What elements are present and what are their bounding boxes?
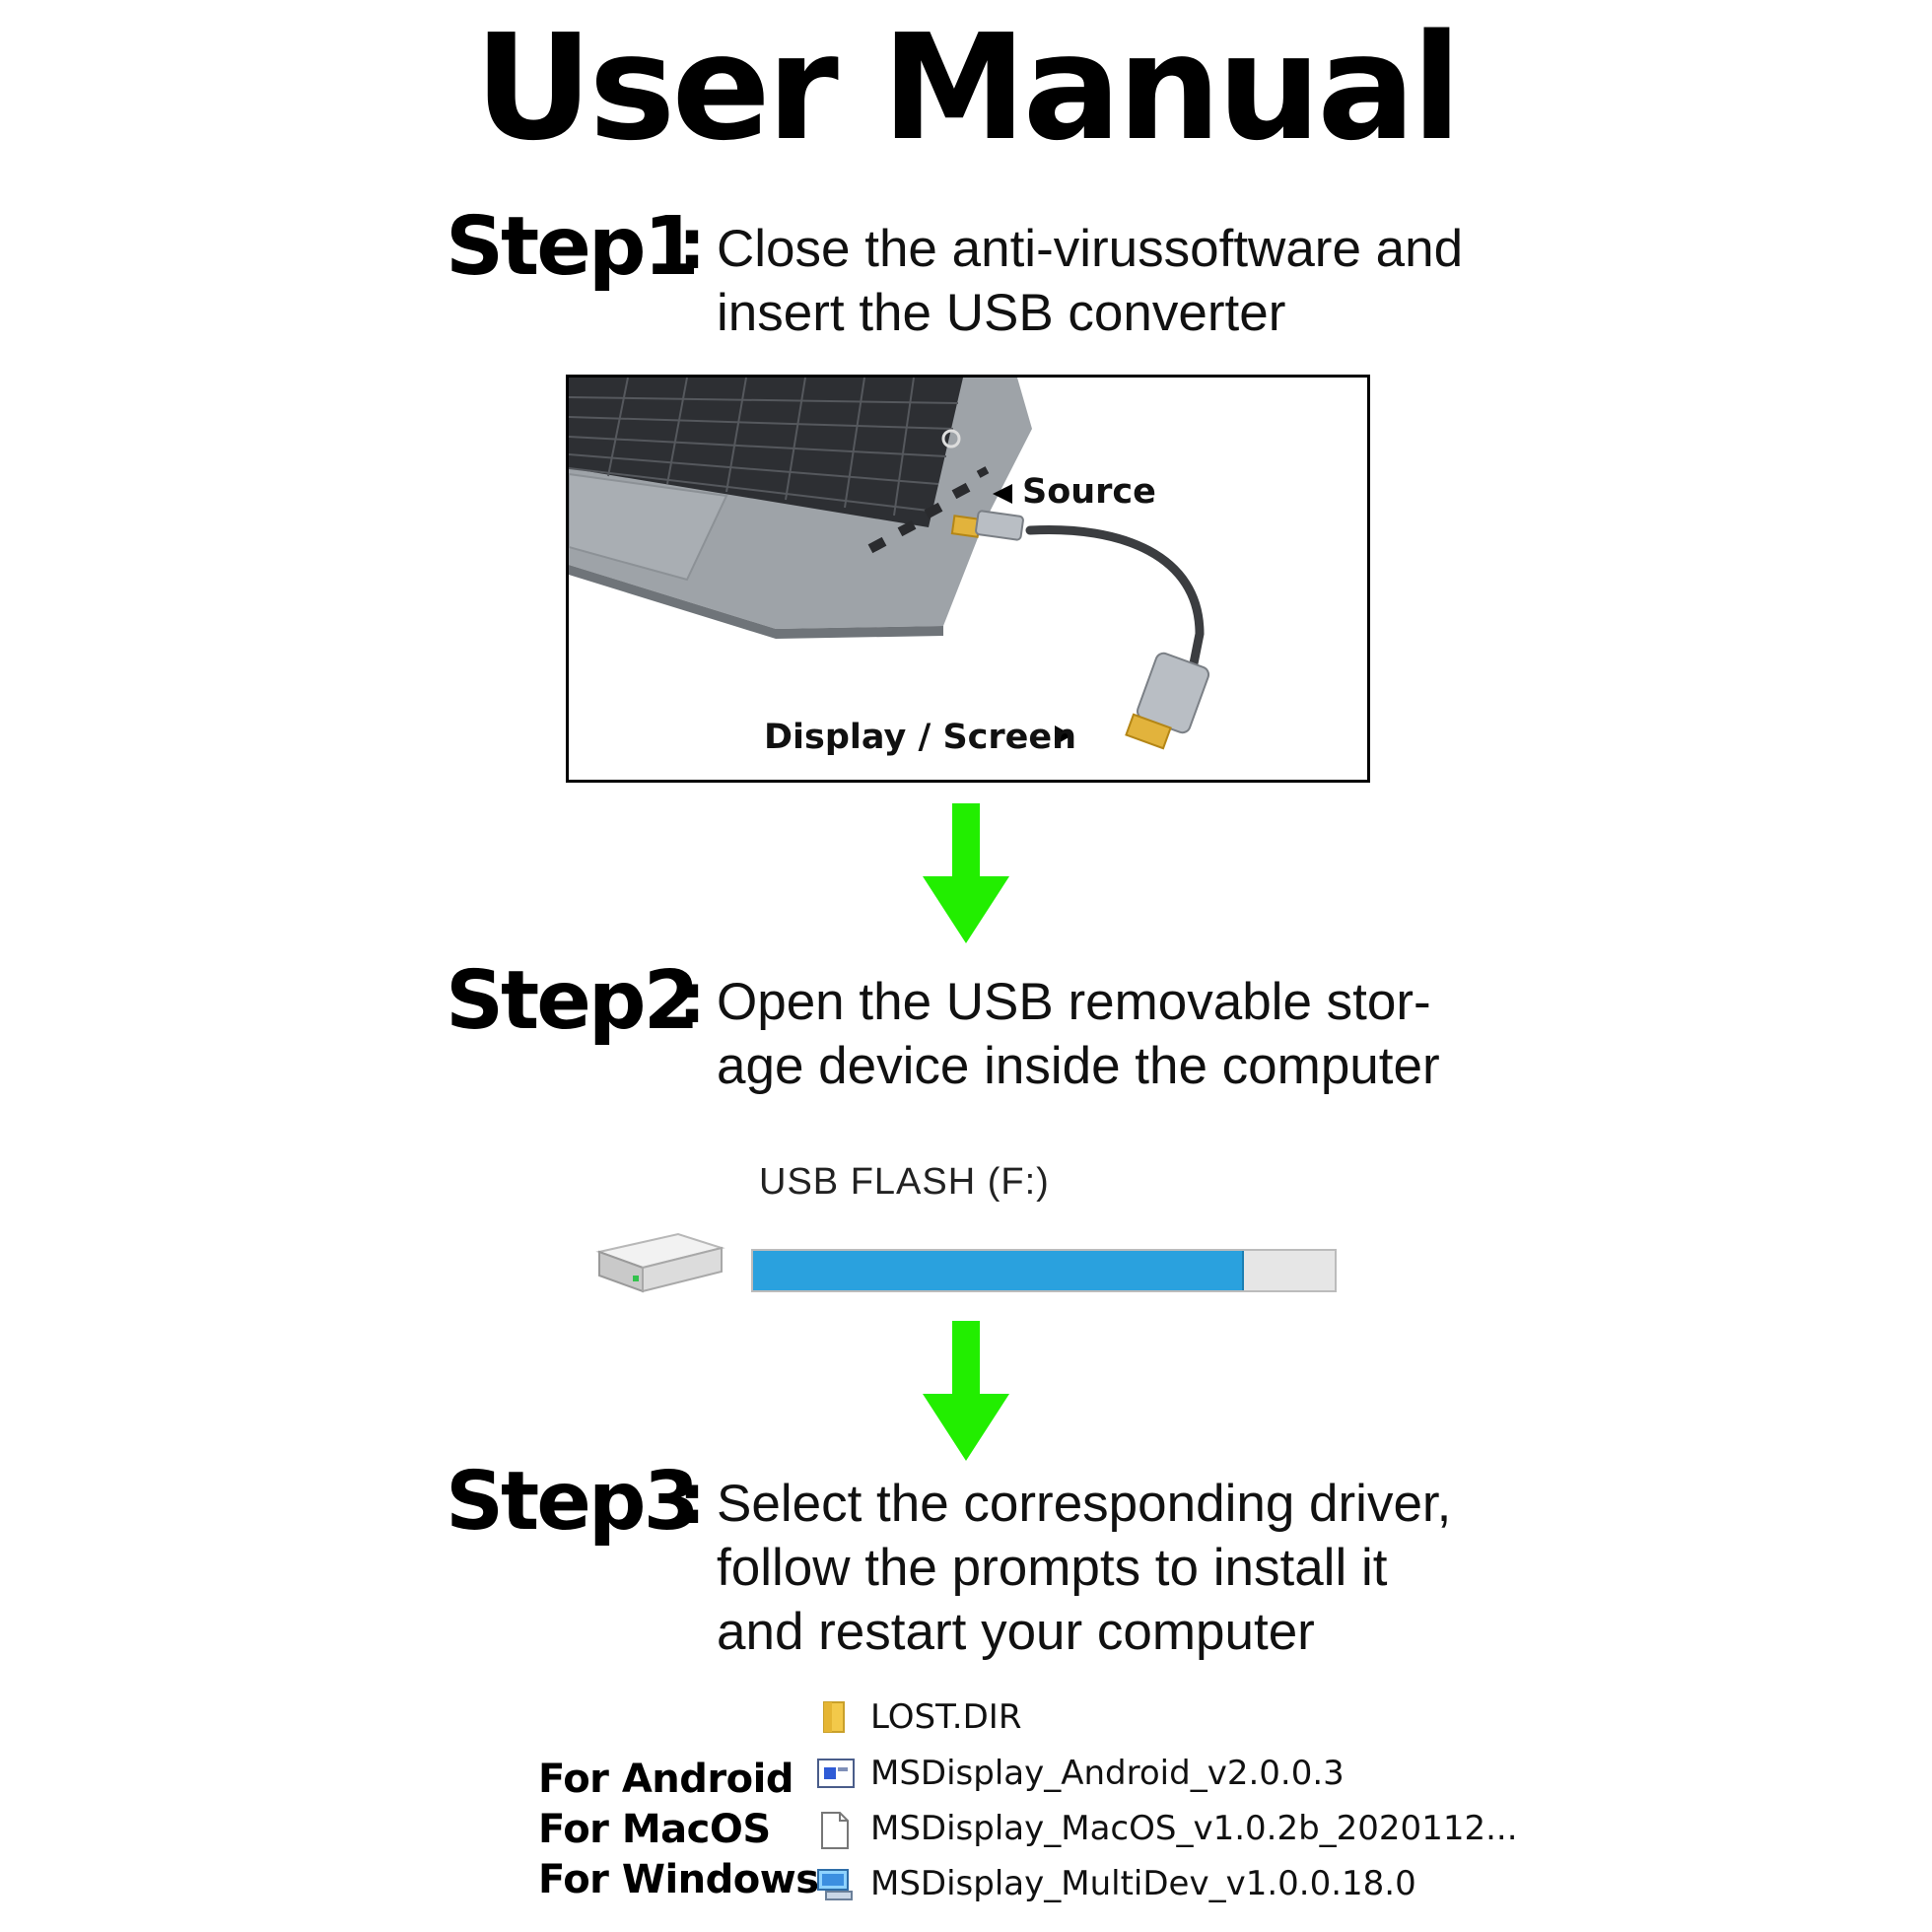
step1-label: Step1 [446,200,700,294]
connection-figure: Source Display / Screen [566,375,1370,783]
drive-icon [595,1232,725,1293]
step3-text: Select the corresponding driver, follow … [717,1472,1451,1664]
source-label: Source [1022,472,1156,512]
step2-text: Open the USB removable stor- age device … [717,970,1440,1098]
os-label-android: For Android [538,1757,794,1802]
os-label-windows: For Windows [538,1857,819,1902]
display-arrow-icon [1055,725,1072,745]
step1-text: Close the anti-virussoftware and insert … [717,217,1463,345]
step2-line-2: age device inside the computer [717,1037,1440,1095]
step1-line-2: insert the USB converter [717,284,1286,342]
step2-colon: : [678,958,706,1039]
step3-line-3: and restart your computer [717,1603,1315,1661]
file-name: MSDisplay_MultiDev_v1.0.0.18.0 [870,1864,1416,1903]
step2-line-1: Open the USB removable stor- [717,973,1431,1031]
step3-line-1: Select the corresponding driver, [717,1475,1452,1533]
usb-ports [867,466,990,554]
os-label-macos: For MacOS [538,1807,771,1852]
laptop-cable-illustration [569,378,1210,750]
step1-colon: : [678,204,706,285]
file-name: LOST.DIR [870,1697,1022,1737]
cable [1025,524,1205,673]
step1-line-1: Close the anti-virussoftware and [717,220,1464,278]
page-title: User Manual [474,3,1462,172]
display-screen-label: Display / Screen [764,718,1077,757]
file-name: MSDisplay_Android_v2.0.0.3 [870,1754,1345,1793]
drive-usage-fill [753,1251,1244,1290]
usb-a-connector-icon [950,510,1024,541]
installer-icon [817,1869,853,1900]
keyboard [569,378,963,527]
hdmi-connector-icon [1125,652,1210,750]
step3-label: Step3 [446,1455,700,1549]
source-arrow-icon [993,484,1012,504]
down-arrow-icon [923,1321,1009,1461]
step3-line-2: follow the prompts to install it [717,1539,1388,1597]
step3-colon: : [678,1459,706,1540]
drive-usage-bar [751,1249,1337,1292]
laptop-edge [569,565,943,639]
power-button-icon [941,429,961,448]
trackpad [569,472,728,582]
down-arrow-icon [923,803,1009,943]
apk-file-icon [817,1759,855,1788]
file-name: MSDisplay_MacOS_v1.0.2b_2020112... [870,1809,1518,1848]
usb-drive-label: USB FLASH (F:) [759,1161,1050,1203]
blank-file-icon [821,1812,849,1849]
folder-icon [823,1701,845,1733]
step2-label: Step2 [446,954,700,1048]
